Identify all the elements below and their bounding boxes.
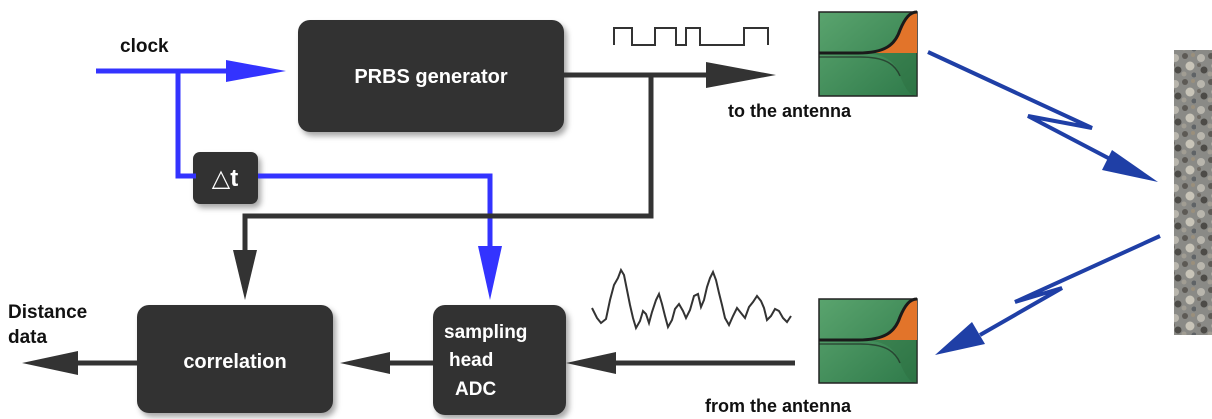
to-antenna-arrowhead bbox=[706, 62, 776, 88]
delay-label: △t bbox=[212, 165, 238, 192]
lightning-signal-icon bbox=[979, 234, 1161, 337]
correlation-block bbox=[137, 305, 333, 413]
prbs-generator-block bbox=[298, 20, 564, 132]
reference-arrowhead bbox=[233, 250, 257, 300]
adc-label: ADC bbox=[455, 379, 496, 400]
delay-block bbox=[193, 152, 258, 204]
sampling-trigger-arrowhead bbox=[478, 246, 502, 300]
gravel-target-icon bbox=[1174, 50, 1212, 335]
clock-line bbox=[96, 68, 493, 248]
received-arrowhead bbox=[566, 352, 616, 374]
outgoing-radio-arrowhead bbox=[1102, 150, 1158, 182]
lightning-signal-icon bbox=[927, 50, 1113, 162]
from-antenna-label: from the antenna bbox=[705, 396, 852, 416]
sampling-label: sampling bbox=[444, 322, 527, 343]
adc-output-arrowhead bbox=[340, 352, 390, 374]
sampling-head-adc-block bbox=[433, 305, 566, 415]
square-wave-icon bbox=[613, 27, 769, 46]
data-label: data bbox=[8, 327, 48, 348]
prbs-generator-label: PRBS generator bbox=[354, 66, 508, 88]
to-antenna-label: to the antenna bbox=[728, 101, 852, 121]
clock-label: clock bbox=[120, 36, 169, 57]
correlation-label: correlation bbox=[183, 351, 286, 373]
antenna-icon bbox=[818, 10, 918, 97]
noise-waveform-icon bbox=[591, 267, 792, 331]
distance-output-arrowhead bbox=[22, 351, 78, 375]
clock-arrowhead bbox=[226, 60, 286, 82]
antenna-icon bbox=[818, 297, 918, 384]
head-label: head bbox=[449, 350, 493, 371]
signal-line bbox=[75, 72, 795, 366]
distance-label: Distance bbox=[8, 302, 87, 323]
incoming-radio-arrowhead bbox=[935, 322, 985, 355]
